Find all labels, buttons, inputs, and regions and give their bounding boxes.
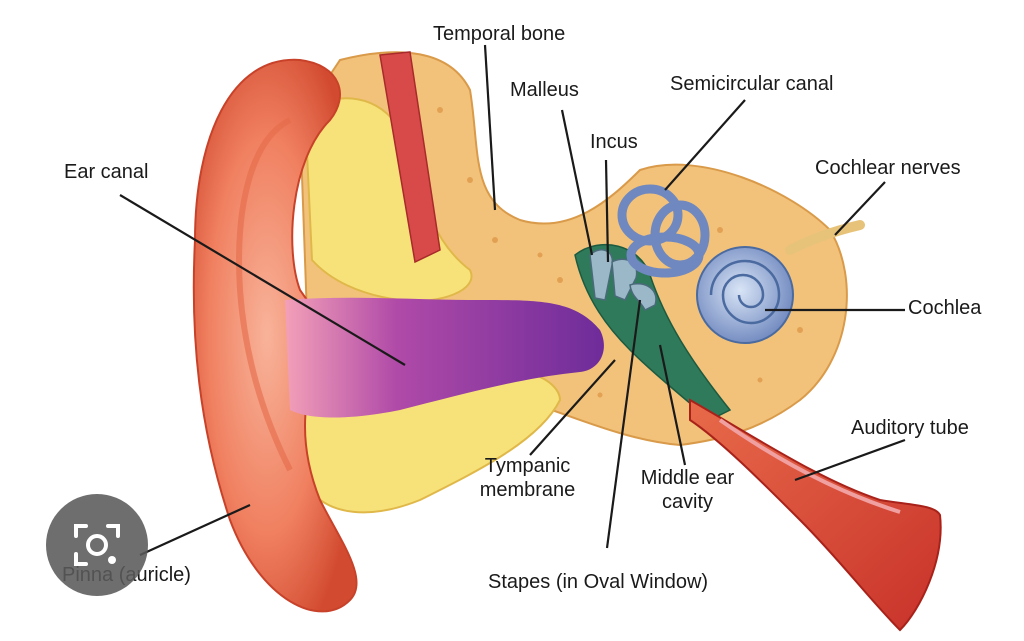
label-cochlear-nerves: Cochlear nerves: [815, 157, 961, 179]
leader-tympanic: [529, 359, 616, 456]
leader-cochlear-nerves: [834, 181, 886, 236]
label-semicircular-canal: Semicircular canal: [670, 73, 834, 95]
leader-malleus: [560, 109, 594, 256]
leader-lines: [119, 44, 906, 557]
label-stapes: Stapes (in Oval Window): [488, 571, 709, 593]
leader-incus: [604, 159, 610, 263]
muscle-strip: [379, 51, 441, 264]
pinna-shape: [192, 58, 358, 613]
cochlear-nerve-shape: [785, 220, 865, 255]
label-middle-ear-cavity: Middle ear cavity: [625, 466, 750, 514]
pinna-inner-fold: [236, 117, 293, 472]
label-middle-ear-line2: cavity: [661, 491, 714, 513]
label-tympanic-membrane: Tympanic membrane: [465, 454, 590, 502]
leader-pinna: [139, 503, 251, 557]
leader-ear-canal: [119, 194, 406, 366]
label-temporal-bone: Temporal bone: [433, 23, 566, 45]
label-tympanic-line1: Tympanic: [484, 455, 571, 477]
ossicles: [589, 249, 657, 312]
leader-stapes: [605, 299, 642, 549]
label-cochlea: Cochlea: [908, 297, 982, 319]
label-malleus: Malleus: [510, 79, 579, 101]
leader-auditory-tube: [794, 438, 906, 482]
semicircular-canals: [617, 184, 710, 278]
label-incus: Incus: [590, 131, 638, 153]
leader-semicircular: [664, 99, 746, 191]
label-auditory-tube: Auditory tube: [851, 417, 969, 439]
camera-lens-button[interactable]: [46, 494, 148, 596]
label-middle-ear-line1: Middle ear: [640, 467, 735, 489]
leader-temporal-bone: [483, 44, 497, 211]
cochlea-shape: [696, 246, 794, 344]
camera-lens-icon: [74, 524, 120, 566]
leader-middle-ear: [658, 344, 687, 466]
label-tympanic-line2: membrane: [479, 479, 576, 501]
auditory-tube-shape: [689, 398, 942, 632]
auditory-tube-inner: [718, 418, 901, 514]
ear-canal-shape: [285, 297, 604, 418]
label-ear-canal: Ear canal: [64, 161, 149, 183]
